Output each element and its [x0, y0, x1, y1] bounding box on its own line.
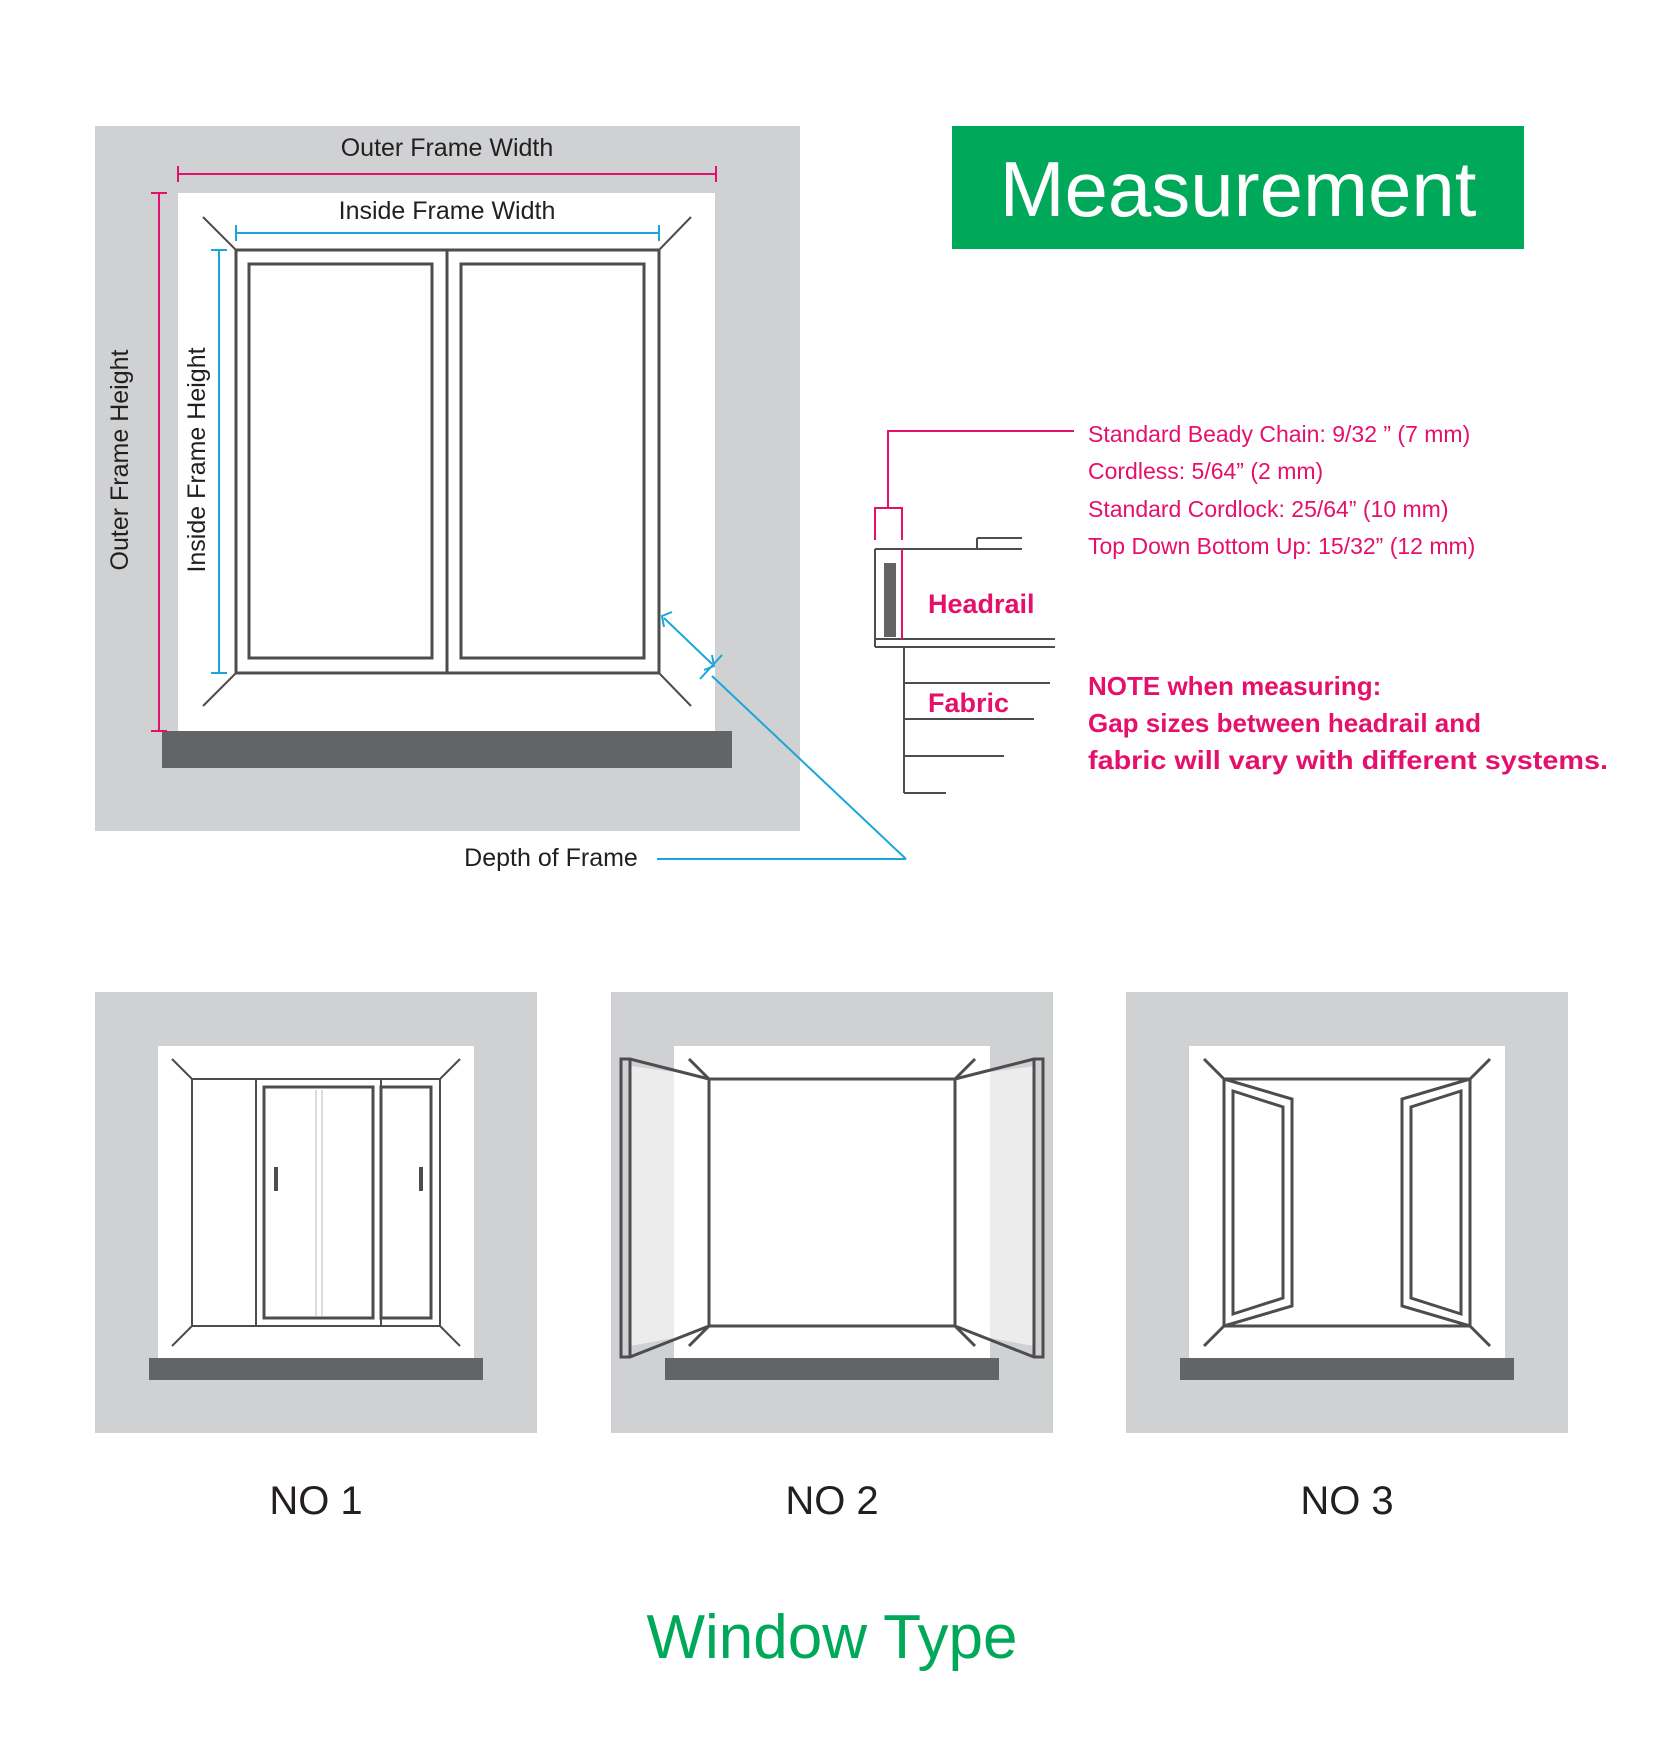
window-type-3: NO 3: [1126, 992, 1568, 1523]
gap-size-list: Standard Beady Chain: 9/32 ” (7 mm) Cord…: [1088, 421, 1475, 559]
open-sash-shading: [630, 1066, 674, 1346]
window-type-label: NO 3: [1300, 1479, 1393, 1523]
outer-frame-height-label: Outer Frame Height: [106, 349, 134, 570]
right-inward-sash: [1400, 1076, 1472, 1329]
left-inward-sash: [1222, 1076, 1294, 1329]
banner-background: [952, 126, 1524, 249]
gap-size-item: Top Down Bottom Up: 15/32” (12 mm): [1088, 533, 1475, 559]
left-pane: [247, 262, 434, 660]
window-type-1: NO 1: [95, 992, 537, 1523]
window-type-label: NO 1: [269, 1479, 362, 1523]
window-type-label: NO 2: [785, 1479, 878, 1523]
gap-size-item: Standard Cordlock: 25/64” (10 mm): [1088, 496, 1449, 522]
inside-width-dimension: [235, 225, 660, 241]
gap-size-item: Standard Beady Chain: 9/32 ” (7 mm): [1088, 421, 1470, 447]
left-inward-sash-inner: [1231, 1088, 1285, 1317]
depth-dimension: [657, 611, 907, 860]
window-sill: [665, 1358, 999, 1380]
outer-width-dimension: [177, 166, 717, 182]
fabric-drawing: [903, 647, 1050, 794]
sliding-side-panel: [379, 1085, 433, 1320]
gap-leader-line: [874, 430, 1074, 540]
note-title: NOTE when measuring:: [1088, 671, 1381, 701]
window-sill: [1180, 1358, 1514, 1380]
sliding-door-panel: [262, 1085, 375, 1320]
gap-size-item: Cordless: 5/64” (2 mm): [1088, 458, 1323, 484]
headrail-detail: Headrail Fabric Standard Beady Chain: 9/…: [874, 421, 1608, 794]
window-sill: [162, 731, 732, 768]
right-inward-sash-inner: [1409, 1088, 1463, 1317]
note-line: Gap sizes between headrail and: [1088, 708, 1481, 738]
right-pane: [459, 262, 646, 660]
headrail-mount-block: [884, 563, 896, 637]
recess-corner-lines: [202, 216, 692, 707]
outer-height-dimension: [151, 192, 167, 732]
fabric-label: Fabric: [928, 688, 1009, 718]
open-sash-shading: [990, 1066, 1034, 1346]
window-frame: [234, 248, 661, 675]
main-window-diagram: Outer Frame Width Inside Frame Width Out…: [95, 126, 907, 872]
inside-height-dimension: [211, 249, 227, 674]
inside-frame-width-label: Inside Frame Width: [339, 197, 556, 225]
window-sill: [149, 1358, 483, 1380]
headrail-label: Headrail: [928, 589, 1035, 619]
outer-frame-width-label: Outer Frame Width: [341, 134, 554, 162]
depth-of-frame-label: Depth of Frame: [464, 844, 638, 872]
page-title: Measurement: [1000, 145, 1477, 233]
window-type-title: Window Type: [646, 1603, 1017, 1672]
note-line: fabric will vary with different systems.: [1088, 745, 1608, 775]
measurement-banner: Measurement: [952, 126, 1524, 249]
inside-frame-height-label: Inside Frame Height: [183, 347, 211, 572]
window-recess: [674, 1046, 990, 1358]
window-recess: [1189, 1046, 1505, 1358]
measuring-note: NOTE when measuring: Gap sizes between h…: [1088, 671, 1608, 775]
window-type-2: NO 2: [611, 992, 1053, 1523]
